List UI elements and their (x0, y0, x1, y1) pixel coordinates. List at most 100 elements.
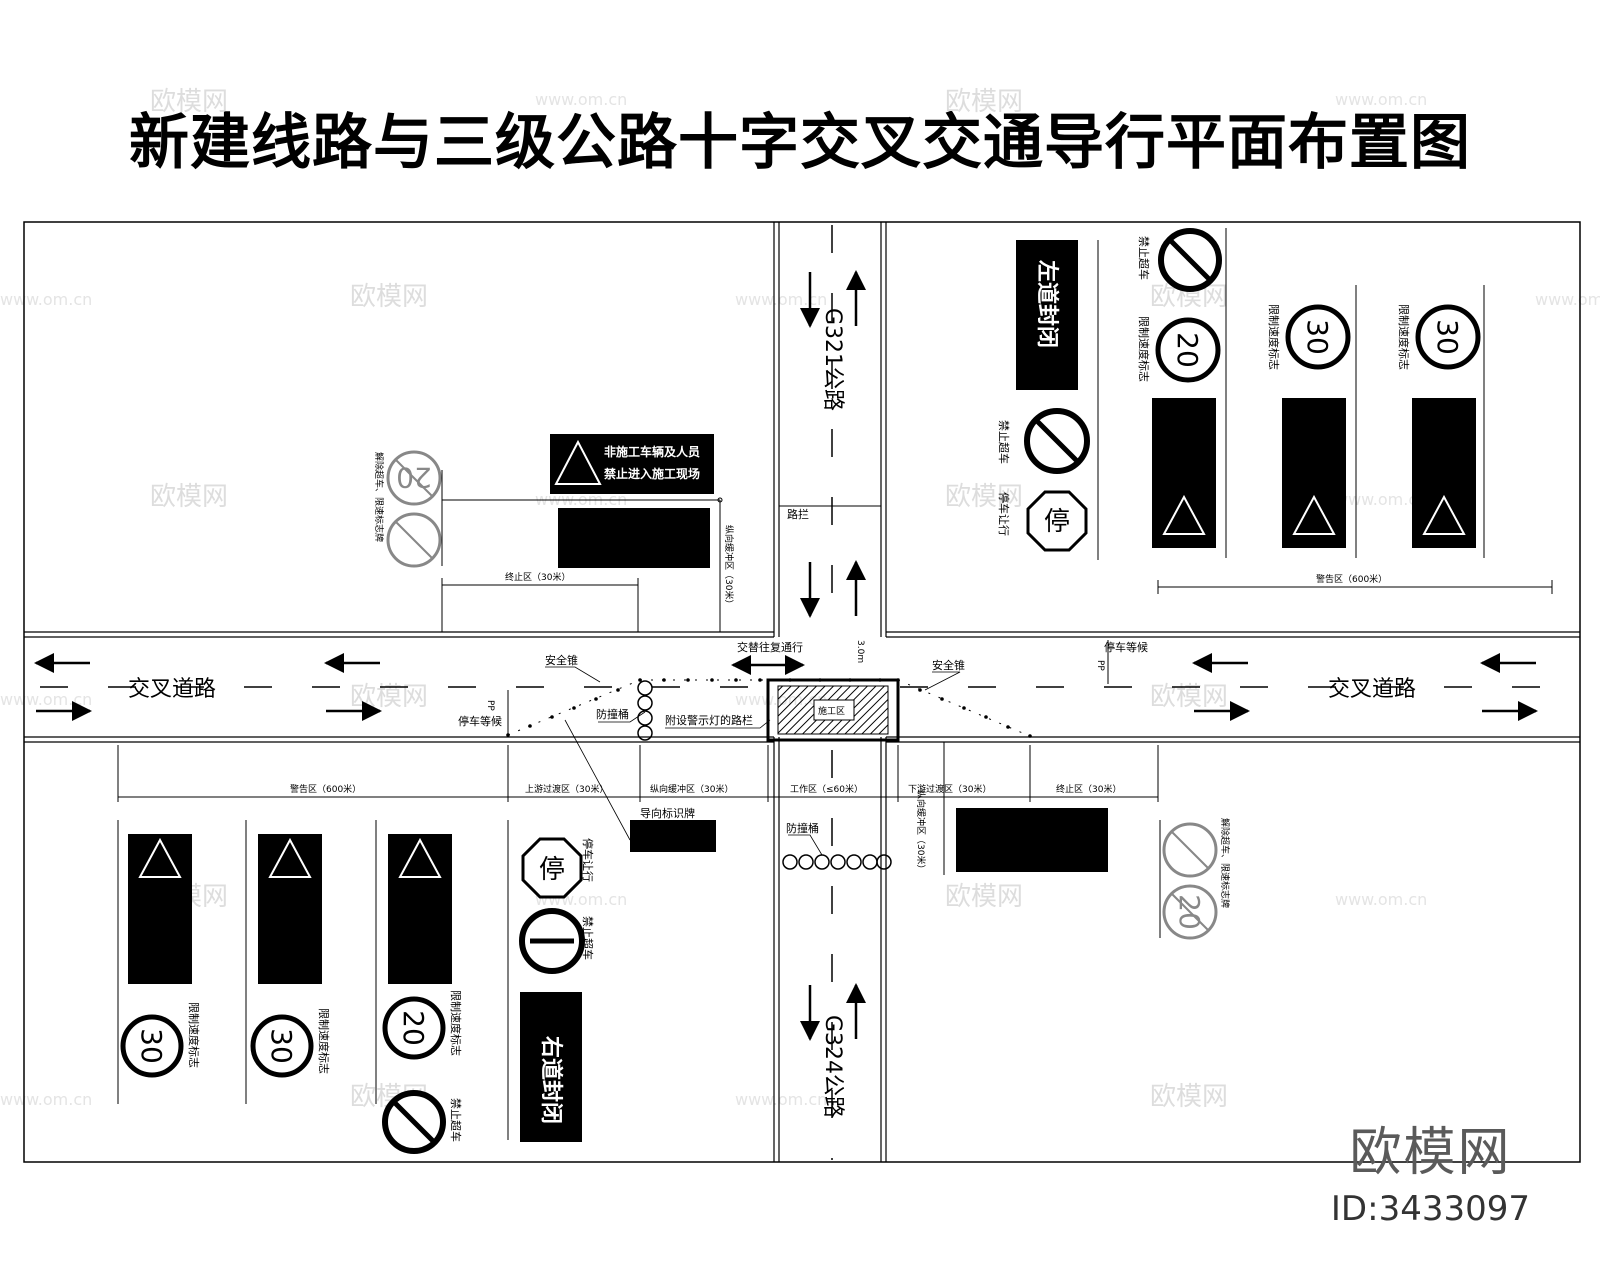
road-name-north: G321公路 (820, 308, 845, 411)
svg-text:禁止超车: 禁止超车 (1137, 236, 1151, 280)
zone-buffer-n: 纵向缓冲区（30米） (723, 525, 735, 608)
svg-text:限制速度标志: 限制速度标志 (317, 1008, 331, 1074)
zone-work: 工作区（≤60米） (790, 783, 863, 795)
zone-warning-ne: 警告区（600米） (1316, 573, 1387, 585)
road-name-east: 交叉道路 (1328, 677, 1416, 702)
no-overtake-sign-sw: 禁止超车 (519, 908, 595, 974)
centre-lines (40, 225, 1570, 1160)
svg-text:限制速度标志: 限制速度标志 (449, 990, 463, 1056)
safety-cone-line-east (896, 678, 1033, 738)
svg-text:20: 20 (397, 1010, 430, 1046)
anticrash-barrels-south (782, 854, 892, 870)
svg-text:欧模网: 欧模网 (945, 882, 1023, 912)
svg-text:30: 30 (135, 1028, 168, 1064)
svg-text:欧模网: 欧模网 (1150, 1082, 1228, 1112)
svg-text:停: 停 (1044, 507, 1070, 537)
speed-group-ne-1: 禁止超车 20 限制速度标志 (1137, 228, 1227, 558)
svg-text:解除超车、限速标志牌: 解除超车、限速标志牌 (1219, 818, 1231, 908)
svg-text:www.om.cn: www.om.cn (735, 290, 827, 309)
svg-text:限制速度标志: 限制速度标志 (187, 1002, 201, 1068)
stop-yield-sign-sw: 停 停车让行 (507, 820, 595, 1140)
svg-text:限制速度标志: 限制速度标志 (1397, 304, 1411, 370)
svg-text:禁止进入施工现场: 禁止进入施工现场 (604, 466, 700, 481)
road-block-label: 路拦 (787, 507, 809, 521)
road-closed-sign-nw (558, 508, 710, 568)
svg-text:限制速度标志: 限制速度标志 (1267, 304, 1281, 370)
svg-text:非施工车辆及人员: 非施工车辆及人员 (604, 444, 700, 459)
svg-text:欧模网: 欧模网 (150, 87, 228, 117)
speed-group-ne-3: 30 限制速度标志 (1397, 285, 1485, 558)
anticrash-barrels-west (637, 680, 653, 741)
zone-buffer-s: 纵向缓冲区（30米） (915, 790, 927, 873)
release-signs-nw: 20 解除超车、限速标志牌 (373, 450, 443, 568)
svg-text:30: 30 (1431, 319, 1464, 355)
svg-text:停车等候: 停车等候 (1104, 640, 1148, 654)
svg-text:禁止超车: 禁止超车 (581, 916, 595, 960)
watermark-layer: 欧模网 欧模网 欧模网 欧模网 欧模网 欧模网 欧模网 欧模网 欧模网 欧模网 … (0, 87, 1600, 1112)
svg-text:解除超车、限速标志牌: 解除超车、限速标志牌 (373, 452, 385, 542)
brand-mark: 欧模网 ID:3433097 (1331, 1110, 1530, 1229)
svg-text:www.om.cn: www.om.cn (0, 690, 92, 709)
svg-text:禁止超车: 禁止超车 (449, 1098, 463, 1142)
svg-text:www.om.cn: www.om.cn (0, 290, 92, 309)
svg-text:欧模网: 欧模网 (150, 482, 228, 512)
zone-downstream: 下游过渡区（30米） (908, 783, 991, 795)
left-lane-closed-sign: 左道封闭 (1016, 240, 1099, 560)
svg-text:PP: PP (485, 700, 495, 711)
svg-text:停: 停 (539, 855, 565, 885)
svg-text:欧模网: 欧模网 (350, 282, 428, 312)
alternate-passage-label: 交替往复通行 (737, 640, 803, 654)
svg-text:www.om.cn: www.om.cn (1335, 90, 1427, 109)
no-overtake-sign-ne: 禁止超车 (997, 408, 1090, 474)
svg-text:右道封闭: 右道封闭 (538, 1036, 564, 1124)
svg-text:www.om.cn: www.om.cn (0, 1090, 92, 1109)
svg-text:欧模网: 欧模网 (945, 482, 1023, 512)
road-name-south: G324公路 (820, 1015, 845, 1118)
svg-text:停车让行: 停车让行 (997, 492, 1011, 536)
svg-text:停车等候: 停车等候 (458, 714, 502, 728)
zone-end-nw: 终止区（30米） (505, 571, 570, 583)
svg-text:PP: PP (1095, 660, 1105, 671)
svg-text:禁止超车: 禁止超车 (997, 420, 1011, 464)
drawing-frame (23, 221, 1581, 1163)
svg-text:www.om.cn: www.om.cn (1535, 290, 1600, 309)
zone-upstream: 上游过渡区（30米） (525, 783, 608, 795)
brand-id: ID:3433097 (1330, 1189, 1530, 1229)
speed-group-ne-2: 30 限制速度标志 (1267, 285, 1357, 558)
work-zone-box (766, 678, 900, 742)
speed-group-sw-2: 30 限制速度标志 (245, 820, 331, 1104)
safety-cone-line-west (506, 678, 882, 737)
anticrash-barrel-label-w: 防撞桶 (596, 707, 629, 721)
guide-sign-label: 导向标识牌 (640, 806, 695, 820)
svg-text:30: 30 (1301, 319, 1334, 355)
svg-text:20: 20 (1171, 332, 1204, 368)
work-zone-label: 施工区 (818, 705, 845, 717)
zone-buffer: 纵向缓冲区（30米） (650, 783, 733, 795)
svg-text:左道封闭: 左道封闭 (1034, 260, 1060, 348)
distance-label: 3.0m (855, 640, 865, 663)
svg-text:www.om.cn: www.om.cn (1335, 490, 1427, 509)
page-title: 新建线路与三级公路十字交叉交通导行平面布置图 (129, 108, 1471, 178)
right-lane-closed-sign: 右道封闭 (520, 992, 582, 1142)
zone-end: 终止区（30米） (1056, 783, 1121, 795)
zone-dimension-line-south (117, 745, 1159, 802)
guide-sign (630, 820, 716, 852)
brand-name: 欧模网 (1349, 1123, 1512, 1183)
svg-text:限制速度标志: 限制速度标志 (1137, 316, 1151, 382)
svg-text:www.om.cn: www.om.cn (735, 1090, 827, 1109)
road-closed-sign-se (956, 808, 1108, 872)
zone-warning: 警告区（600米） (290, 783, 361, 795)
svg-text:欧模网: 欧模网 (945, 87, 1023, 117)
svg-text:停车让行: 停车让行 (581, 838, 595, 882)
speed-group-sw-3: 20 限制速度标志 禁止超车 (375, 820, 463, 1154)
svg-text:30: 30 (265, 1028, 298, 1064)
stop-yield-sign-ne: 停 停车让行 (997, 490, 1088, 552)
stop-wait-east: PP 停车等候 (1095, 640, 1148, 684)
svg-text:www.om.cn: www.om.cn (535, 90, 627, 109)
safety-cone-label-w: 安全锥 (545, 653, 578, 667)
warning-barrier-label: 附设警示灯的路栏 (665, 713, 753, 727)
svg-text:www.om.cn: www.om.cn (1335, 890, 1427, 909)
construction-notice-sign: 非施工车辆及人员 禁止进入施工现场 (550, 434, 714, 494)
stop-wait-west: PP 停车等候 (458, 690, 509, 735)
